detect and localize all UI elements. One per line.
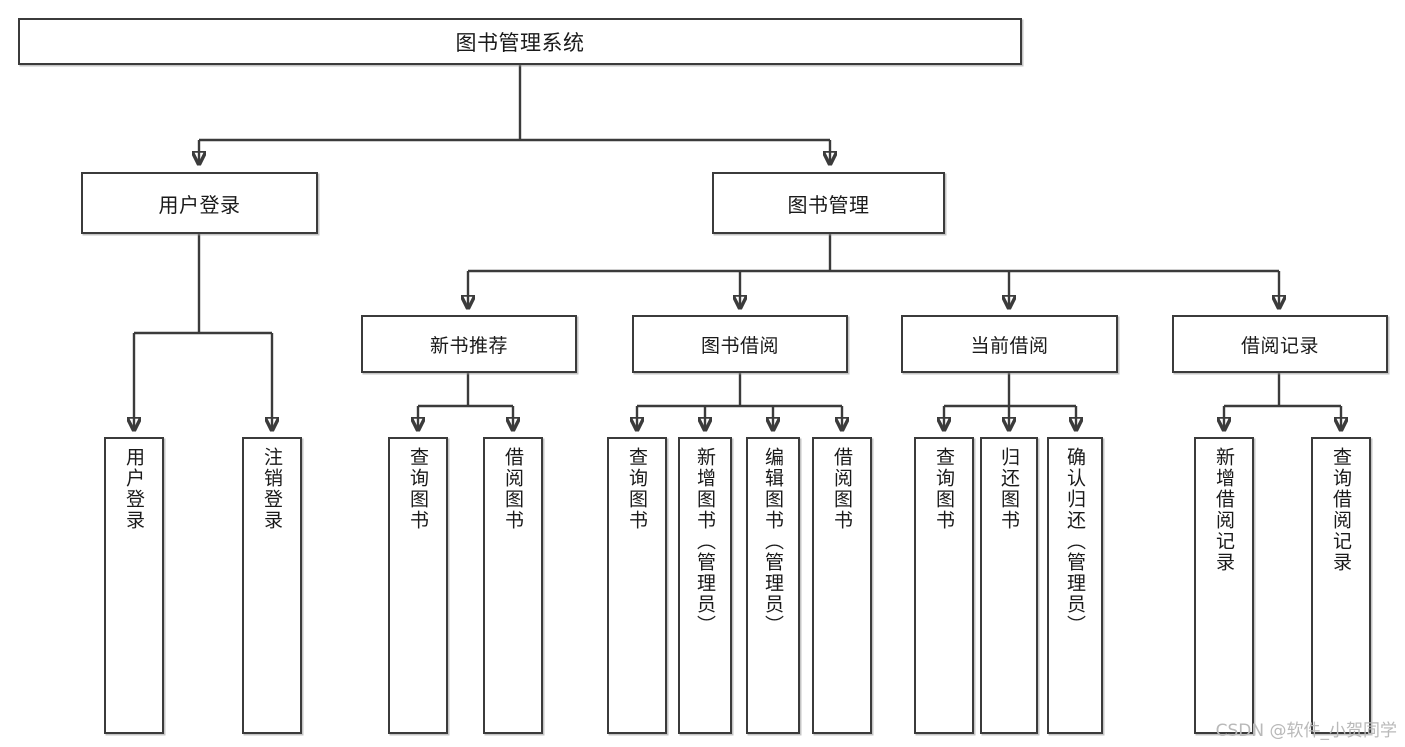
node-label: 借阅记录 [1240, 334, 1319, 357]
node-root-system[interactable]: 图书管理系统 [18, 18, 1022, 65]
leaf-borrow-edit-book-admin[interactable]: 编辑图书（管理员） [746, 437, 800, 734]
leaf-user-login-logout[interactable]: 注销登录 [242, 437, 302, 734]
leaf-record-query-record[interactable]: 查询借阅记录 [1311, 437, 1371, 734]
leaf-current-return-book[interactable]: 归还图书 [980, 437, 1038, 734]
node-book-borrow[interactable]: 图书借阅 [632, 315, 848, 373]
node-label: 归还图书 [998, 447, 1021, 531]
node-label: 图书管理系统 [455, 30, 585, 55]
leaf-recommend-query-book[interactable]: 查询图书 [388, 437, 448, 734]
node-label: 图书管理 [787, 192, 870, 217]
node-borrow-record[interactable]: 借阅记录 [1172, 315, 1388, 373]
node-label: 注销登录 [261, 447, 284, 531]
node-label: 用户登录 [158, 192, 241, 217]
leaf-recommend-borrow-book[interactable]: 借阅图书 [483, 437, 543, 734]
node-label: 编辑图书（管理员） [762, 447, 785, 636]
node-label: 查询借阅记录 [1330, 447, 1353, 573]
node-label: 新增借阅记录 [1213, 447, 1236, 573]
node-new-book-recommend[interactable]: 新书推荐 [361, 315, 577, 373]
leaf-current-confirm-return-admin[interactable]: 确认归还（管理员） [1047, 437, 1103, 734]
node-book-management[interactable]: 图书管理 [712, 172, 945, 234]
csdn-watermark: CSDN @软件_小贺同学 [1215, 721, 1397, 741]
leaf-user-login-login[interactable]: 用户登录 [104, 437, 164, 734]
leaf-borrow-query-book[interactable]: 查询图书 [607, 437, 667, 734]
node-label: 新增图书（管理员） [694, 447, 717, 636]
leaf-borrow-add-book-admin[interactable]: 新增图书（管理员） [678, 437, 732, 734]
node-label: 当前借阅 [970, 334, 1049, 357]
leaf-record-add-record[interactable]: 新增借阅记录 [1194, 437, 1254, 734]
node-current-borrow[interactable]: 当前借阅 [901, 315, 1118, 373]
node-label: 查询图书 [933, 447, 956, 531]
node-label: 查询图书 [407, 447, 430, 531]
node-label: 查询图书 [626, 447, 649, 531]
node-label: 借阅图书 [502, 447, 525, 531]
node-user-login[interactable]: 用户登录 [81, 172, 318, 234]
leaf-borrow-borrow-book[interactable]: 借阅图书 [812, 437, 872, 734]
node-label: 借阅图书 [831, 447, 854, 531]
node-label: 确认归还（管理员） [1064, 447, 1087, 636]
node-label: 用户登录 [123, 447, 146, 531]
node-label: 图书借阅 [700, 334, 779, 357]
leaf-current-query-book[interactable]: 查询图书 [914, 437, 974, 734]
node-label: 新书推荐 [429, 334, 508, 357]
